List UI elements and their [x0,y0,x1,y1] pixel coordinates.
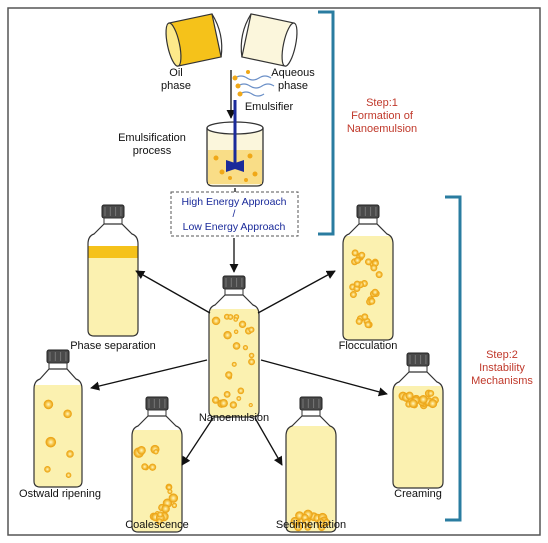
step2-line1: Step:2 [486,349,518,361]
arrow-to-ostwald [90,359,208,391]
outer-border [7,7,541,536]
aqueous-label-line2: phase [278,80,308,92]
step2-bracket [445,195,462,522]
bottle-creaming [392,352,444,489]
step1-bracket [318,10,335,236]
arrow-to-creaming [260,359,388,397]
bottle-flocculation [342,204,394,341]
step1-line3: Nanoemulsion [347,123,417,135]
bottle-phase-separation [87,204,139,337]
approach-box [170,191,299,237]
bottle-coalescence [131,396,183,533]
process-label-line1: Emulsification [118,132,186,144]
flocculation-label: Flocculation [339,340,398,352]
aqueous-label-line1: Aqueous [271,67,315,79]
approach-line3: Low Energy Approach [183,221,286,233]
step2-line2: Instability [479,362,525,374]
approach-line2: / [233,208,236,220]
coalescence-label: Coalescence [125,519,189,531]
step1-line2: Formation of [351,110,414,122]
step1-line1: Step:1 [366,97,398,109]
oil-phase-beaker-icon [165,13,223,67]
bottle-sedimentation [285,396,337,533]
phase-separation-label: Phase separation [70,340,156,352]
nanoemulsion-label: Nanoemulsion [199,412,269,424]
emulsifier-label: Emulsifier [245,101,294,113]
emulsifier-molecules-icon [232,70,275,97]
aqueous-phase-beaker-icon [240,13,298,67]
bottle-nanoemulsion [208,275,260,418]
oil-label-line1: Oil [169,67,182,79]
creaming-label: Creaming [394,488,442,500]
instability-arrows [90,270,388,466]
arrow-to-phase-separation [135,270,211,314]
oil-label-line2: phase [161,80,191,92]
arrow-to-coalescence [181,417,214,466]
process-label-line2: process [133,145,172,157]
bottle-ostwald-ripening [33,349,83,488]
ostwald-label: Ostwald ripening [19,488,101,500]
arrow-to-sedimentation [254,417,283,466]
sedimentation-label: Sedimentation [276,519,346,531]
approach-line1: High Energy Approach [181,196,286,208]
bottles-layer [33,204,444,533]
step2-line3: Mechanisms [471,375,533,387]
arrow-to-flocculation [257,270,336,314]
emulsification-beaker-icon [206,100,264,187]
